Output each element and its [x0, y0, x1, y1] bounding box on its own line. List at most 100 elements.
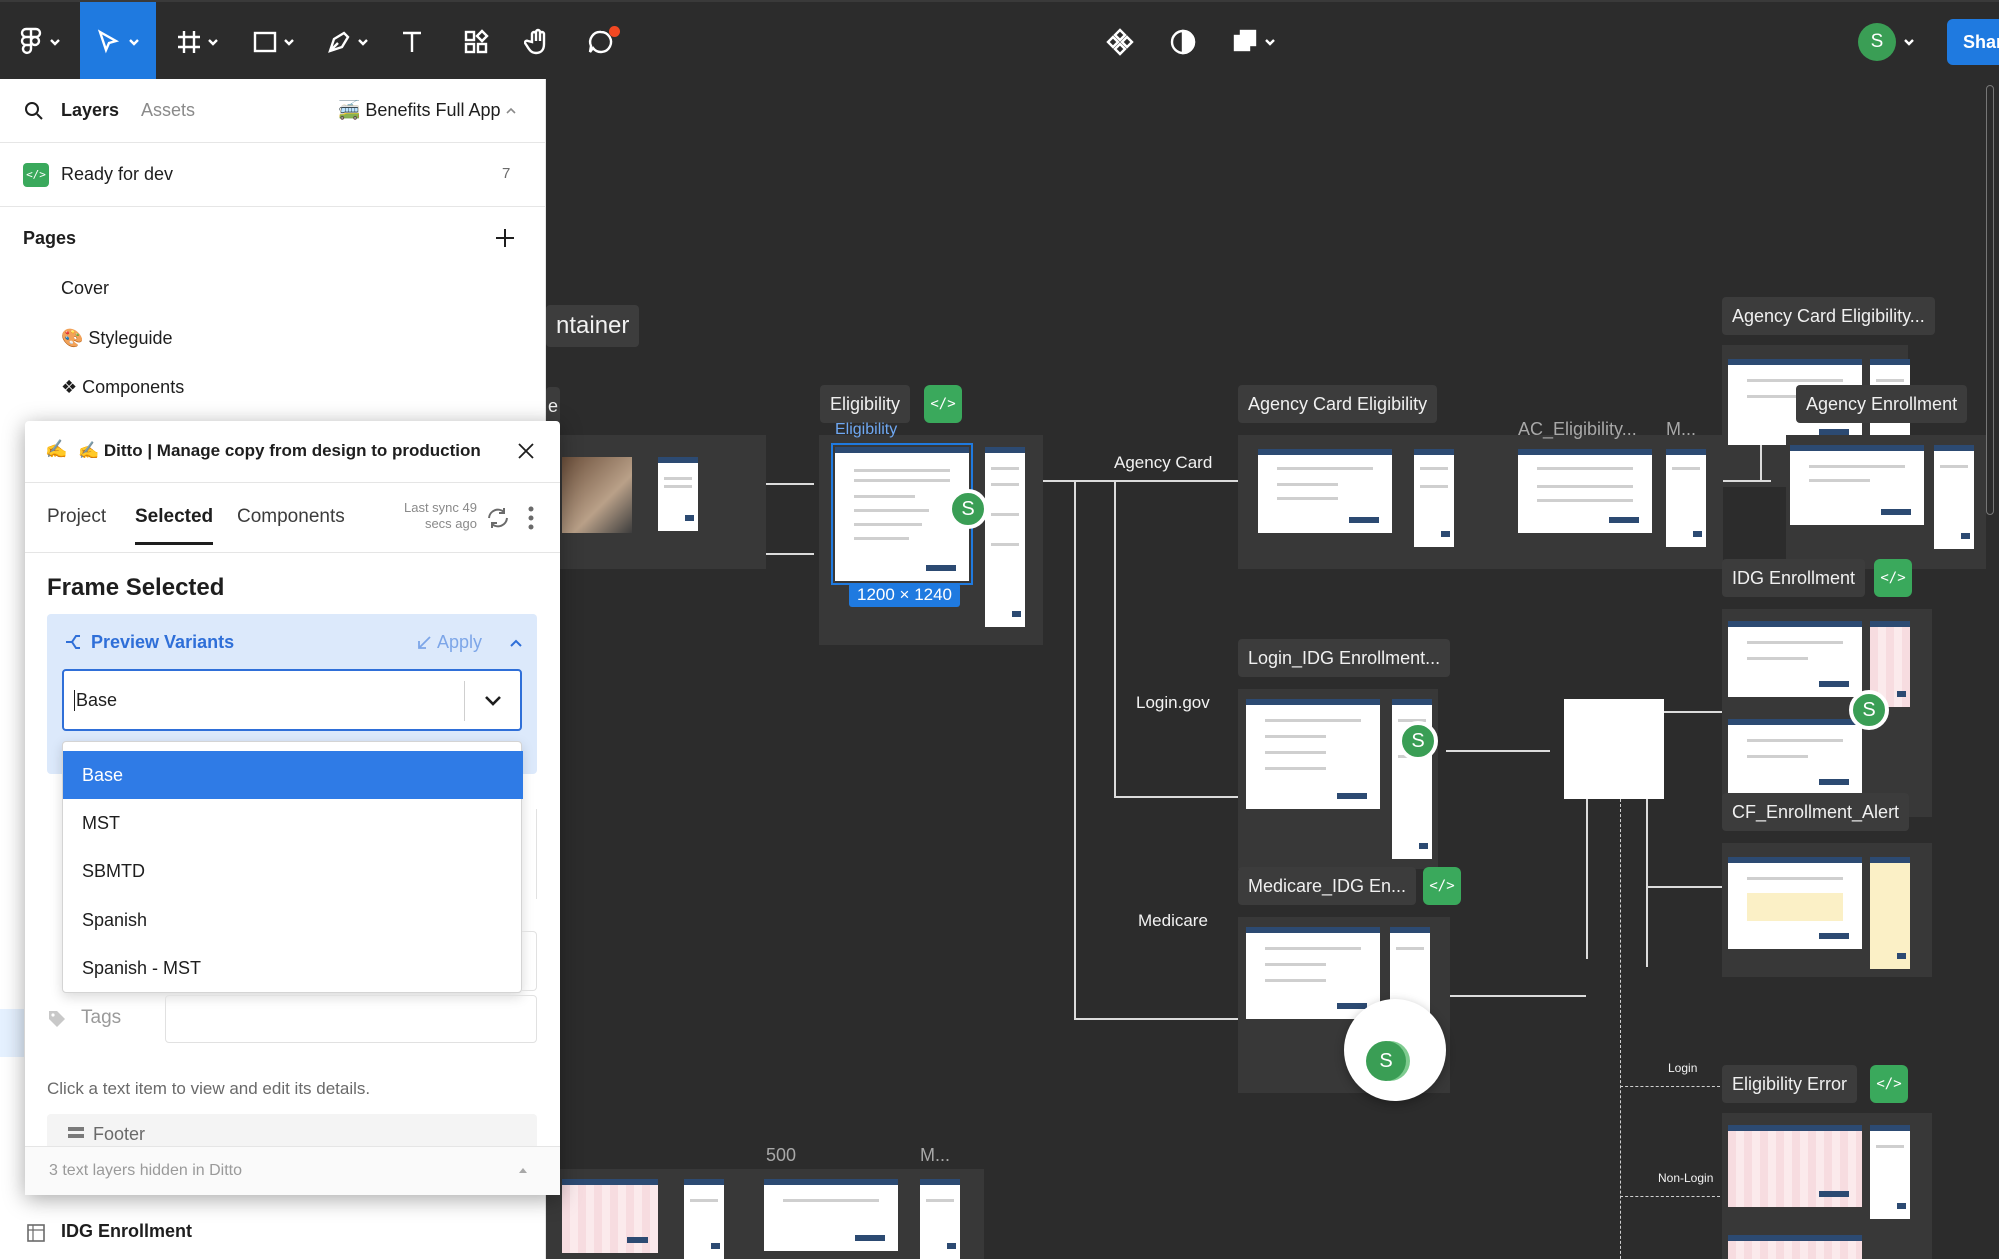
tab-selected[interactable]: Selected — [135, 506, 214, 545]
frame-group-eligibility[interactable]: Eligibility 1200 × 1240 — [819, 421, 1043, 645]
boolean-ops-button[interactable] — [1228, 2, 1280, 81]
variants-branch-icon — [66, 635, 80, 649]
resources-tool-button[interactable] — [456, 2, 496, 81]
layer-item-idg-enrollment[interactable]: IDG Enrollment — [61, 1221, 193, 1241]
collaborator-avatar[interactable]: S — [1398, 721, 1438, 761]
search-icon[interactable] — [24, 101, 44, 121]
shape-tool-button[interactable] — [244, 2, 304, 81]
frame-label-cf-enrollment-alert[interactable]: CF_Enrollment_Alert — [1722, 793, 1910, 831]
connector-label-medicare[interactable]: Medicare — [1138, 911, 1208, 930]
frame-label-medicare-idg[interactable]: Medicare_IDG En... — [1238, 867, 1417, 905]
chevron-down-icon[interactable] — [482, 691, 504, 711]
frame-group-login-idg[interactable] — [1238, 689, 1438, 869]
move-tool-button[interactable] — [80, 2, 156, 81]
contrast-toggle-button[interactable] — [1163, 2, 1203, 81]
hand-tool-button[interactable] — [518, 2, 558, 81]
tags-input[interactable] — [165, 995, 537, 1043]
chevron-up-icon[interactable] — [505, 105, 517, 117]
page-item-cover[interactable]: Cover — [61, 278, 110, 298]
page-item-styleguide[interactable]: 🎨 Styleguide — [61, 328, 173, 348]
ready-for-dev-row[interactable]: </> Ready for dev 7 — [0, 143, 546, 207]
add-page-icon[interactable] — [494, 227, 516, 249]
text-tool-button[interactable] — [392, 2, 432, 81]
frame-group-cf-enrollment-alert[interactable] — [1722, 843, 1932, 977]
panel-tabs-row: Layers Assets 🚎 Benefits Full App — [0, 79, 546, 143]
frame-group-agency-card-eligibility[interactable] — [1238, 435, 1723, 569]
sync-icon[interactable] — [485, 505, 511, 531]
hidden-layers-bar[interactable]: 3 text layers hidden in Ditto — [25, 1146, 560, 1195]
frame-label-m-bottom[interactable]: M... — [920, 1145, 950, 1165]
frame-group-bottom[interactable] — [546, 1169, 984, 1259]
connector-label-login[interactable]: Login — [1668, 1061, 1698, 1075]
frame-label-eligibility-error[interactable]: Eligibility Error — [1722, 1065, 1858, 1103]
chevron-up-icon[interactable] — [508, 635, 524, 651]
chevron-down-icon — [208, 38, 218, 46]
frame-group-eligibility-error[interactable] — [1722, 1113, 1932, 1259]
frame-thumbnail — [562, 1179, 658, 1253]
connector-label-login-gov[interactable]: Login.gov — [1136, 693, 1210, 712]
connector-label-agency-card[interactable]: Agency Card — [1114, 453, 1213, 472]
footer-layer-item[interactable]: Footer — [47, 1114, 537, 1146]
code-dev-icon[interactable]: </> — [1874, 559, 1912, 597]
dropdown-option-sbmtd[interactable]: SBMTD — [82, 861, 145, 881]
apply-button[interactable]: Apply — [437, 632, 483, 652]
connector-label-non-login[interactable]: Non-Login — [1658, 1171, 1714, 1185]
boolean-shapes-icon — [1233, 29, 1257, 51]
connector-line — [1114, 796, 1244, 798]
page-item-components[interactable]: ❖ Components — [61, 377, 185, 397]
frame-label-500[interactable]: 500 — [766, 1145, 797, 1165]
pen-icon — [328, 30, 350, 53]
user-menu[interactable]: S — [1858, 2, 1916, 81]
frame-label-ac-eligibility[interactable]: AC_Eligibility... — [1518, 419, 1637, 439]
dropdown-option-mst[interactable]: MST — [82, 813, 120, 833]
tab-project[interactable]: Project — [47, 506, 107, 527]
variant-select[interactable]: Base — [62, 669, 522, 731]
tab-layers[interactable]: Layers — [61, 100, 120, 120]
canvas-scrollbar[interactable] — [1986, 85, 1994, 515]
close-icon[interactable] — [517, 442, 535, 460]
more-vertical-icon[interactable] — [527, 505, 535, 531]
frame-thumbnail-selected[interactable] — [831, 443, 973, 585]
main-menu-button[interactable] — [10, 2, 70, 81]
frame-sublabel-eligibility: Eligibility — [835, 421, 898, 438]
text-item-field[interactable] — [535, 809, 537, 899]
tab-assets[interactable]: Assets — [141, 100, 196, 120]
frame-label-agency-enrollment[interactable]: Agency Enrollment — [1796, 385, 1968, 423]
preview-variants-label[interactable]: Preview Variants — [91, 632, 235, 652]
frame-label-login-idg-enrollment[interactable]: Login_IDG Enrollment... — [1238, 639, 1451, 677]
code-dev-icon[interactable]: </> — [1423, 867, 1461, 905]
dropdown-option-base[interactable]: Base — [63, 751, 523, 799]
collaborator-avatar[interactable]: S — [948, 489, 988, 529]
code-dev-icon[interactable]: </> — [1870, 1065, 1908, 1103]
dropdown-option-spanish[interactable]: Spanish — [82, 910, 148, 930]
frame-label-m[interactable]: M... — [1666, 419, 1696, 439]
frame-thumbnail — [1728, 1125, 1862, 1207]
frame-label-partial[interactable]: e — [546, 387, 560, 425]
chevron-up-icon[interactable] — [517, 1165, 529, 1175]
alert-box — [1746, 893, 1844, 921]
tab-components[interactable]: Components — [237, 506, 345, 527]
connector-line — [766, 483, 814, 485]
frame-label-agency-card-eligibility[interactable]: Agency Card Eligibility — [1238, 385, 1438, 423]
white-frame[interactable] — [1564, 699, 1664, 799]
code-dev-icon[interactable]: </> — [924, 385, 962, 423]
canvas[interactable]: ntainer e Eligibility </> Eligibility 12… — [546, 79, 1999, 1259]
collaborator-avatar[interactable]: S — [1366, 1041, 1406, 1081]
text-item-field[interactable] — [522, 931, 537, 991]
components-button[interactable] — [1100, 2, 1140, 81]
frame-group-intro[interactable] — [546, 435, 766, 569]
frame-label-container[interactable]: ntainer — [546, 305, 640, 347]
dropdown-option-spanish-mst[interactable]: Spanish - MST — [82, 958, 202, 978]
share-button[interactable]: Shar — [1947, 19, 1999, 65]
frame-group-idg-enrollment[interactable] — [1722, 609, 1932, 817]
frame-label-agency-card-eligibility-2[interactable]: Agency Card Eligibility... — [1722, 297, 1935, 335]
comment-tool-button[interactable] — [581, 2, 621, 81]
frame-group-agency-enrollment[interactable] — [1786, 435, 1986, 569]
frame-label-eligibility[interactable]: Eligibility — [820, 385, 911, 423]
select-divider — [464, 681, 465, 721]
file-name[interactable]: 🚎 Benefits Full App — [338, 100, 501, 120]
frame-label-idg-enrollment[interactable]: IDG Enrollment — [1722, 559, 1866, 597]
pen-tool-button[interactable] — [318, 2, 378, 81]
collaborator-avatar[interactable]: S — [1849, 690, 1889, 730]
frame-tool-button[interactable] — [170, 2, 226, 81]
